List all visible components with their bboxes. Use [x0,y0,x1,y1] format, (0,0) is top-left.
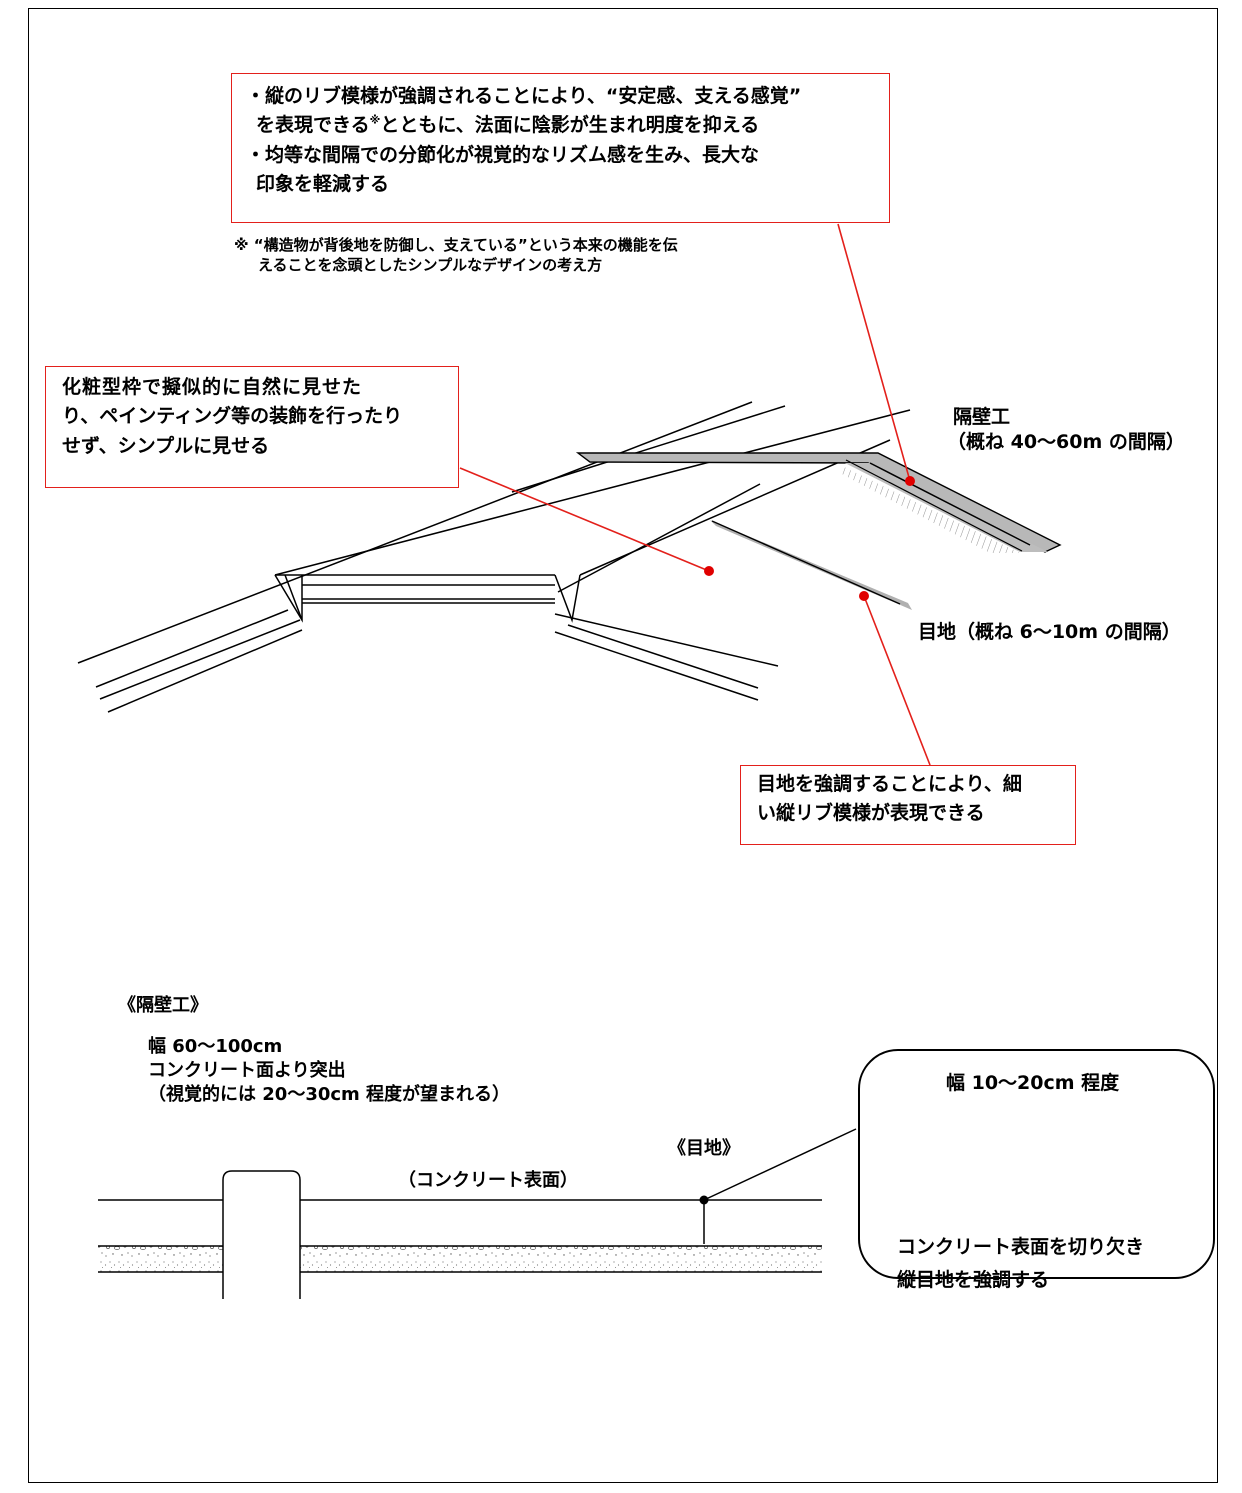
section-partition-spec: 幅 60～100cm コンクリート面より突出 （視覚的には 20～30cm 程度… [148,1035,510,1106]
partition-wall-shape [575,452,1062,553]
callout-joint-line2: い縦リブ模様が表現できる [757,802,985,825]
callout-simple-finish: 化粧型枠で擬似的に自然に見せた り、ペインティング等の装飾を行ったり せず、シン… [45,366,459,488]
footnote: ※ “構造物が背後地を防御し、支えている”という本来の機能を伝 えることを念頭と… [234,236,678,276]
joint-line-shape [710,520,912,610]
leader-dot-joint [859,591,869,601]
footnote-mark: ※ [369,114,381,128]
callout-rib-line3: ・均等な間隔での分節化が視覚的なリズム感を生み、長大な [246,143,760,166]
page-frame [28,8,1218,1483]
detail-line1: コンクリート表面を切り欠き [897,1236,1145,1258]
partition-label-title: 隔壁工 [953,406,1011,428]
partition-label: 隔壁工 （概ね 40～60m の間隔） [947,405,1185,455]
callout-simple-line2: り、ペインティング等の装飾を行ったり [62,405,403,428]
cross-section [98,1128,857,1299]
callout-simple-line3: せず、シンプルに見せる [62,434,270,457]
detail-width-label: 幅 10～20cm 程度 [946,1072,1120,1094]
section-partition-visual: （視覚的には 20～30cm 程度が望まれる） [148,1083,511,1105]
footnote-line1: ※ “構造物が背後地を防御し、支えている”という本来の機能を伝 [234,236,678,254]
callout-simple-line1: 化粧型枠で擬似的に自然に見せた [62,376,363,398]
detail-line2: 縦目地を強調する [897,1269,1050,1292]
leader-dot-partition [905,476,915,486]
callout-rib-pattern: ・縦のリブ模様が強調されることにより、“安定感、支える感覚” を表現できる※とと… [231,73,890,223]
joint-detail-box [858,1049,1215,1279]
section-partition-width: 幅 60～100cm [148,1036,283,1057]
joint-label: 目地（概ね 6～10m の間隔） [918,621,1181,643]
callout-joint-line1: 目地を強調することにより、細 [757,773,1022,795]
leader-lines [459,223,931,766]
section-joint-title: 《目地》 [668,1138,740,1159]
section-partition-protrude: コンクリート面より突出 [148,1059,346,1081]
callout-rib-line4: 印象を軽減する [256,173,390,196]
callout-rib-line2: を表現できる※とともに、法面に陰影が生まれ明度を抑える [246,111,889,140]
section-partition-title: 《隔壁工》 [118,995,208,1016]
callout-rib-line2-a: を表現できる [256,114,370,137]
leader-dot-slope [704,566,714,576]
callout-rib-line2-b: とともに、法面に陰影が生まれ明度を抑える [380,114,760,137]
partition-label-interval: （概ね 40～60m の間隔） [947,431,1185,454]
footnote-line2: えることを念頭としたシンプルなデザインの考え方 [258,255,603,274]
concrete-surface-label: （コンクリート表面） [398,1170,578,1191]
callout-rib-line1: ・縦のリブ模様が強調されることにより、“安定感、支える感覚” [246,85,802,107]
detail-description: コンクリート表面を切り欠き 縦目地を強調する [897,1231,1144,1298]
callout-joint-emphasis: 目地を強調することにより、細 い縦リブ模様が表現できる [740,765,1076,845]
